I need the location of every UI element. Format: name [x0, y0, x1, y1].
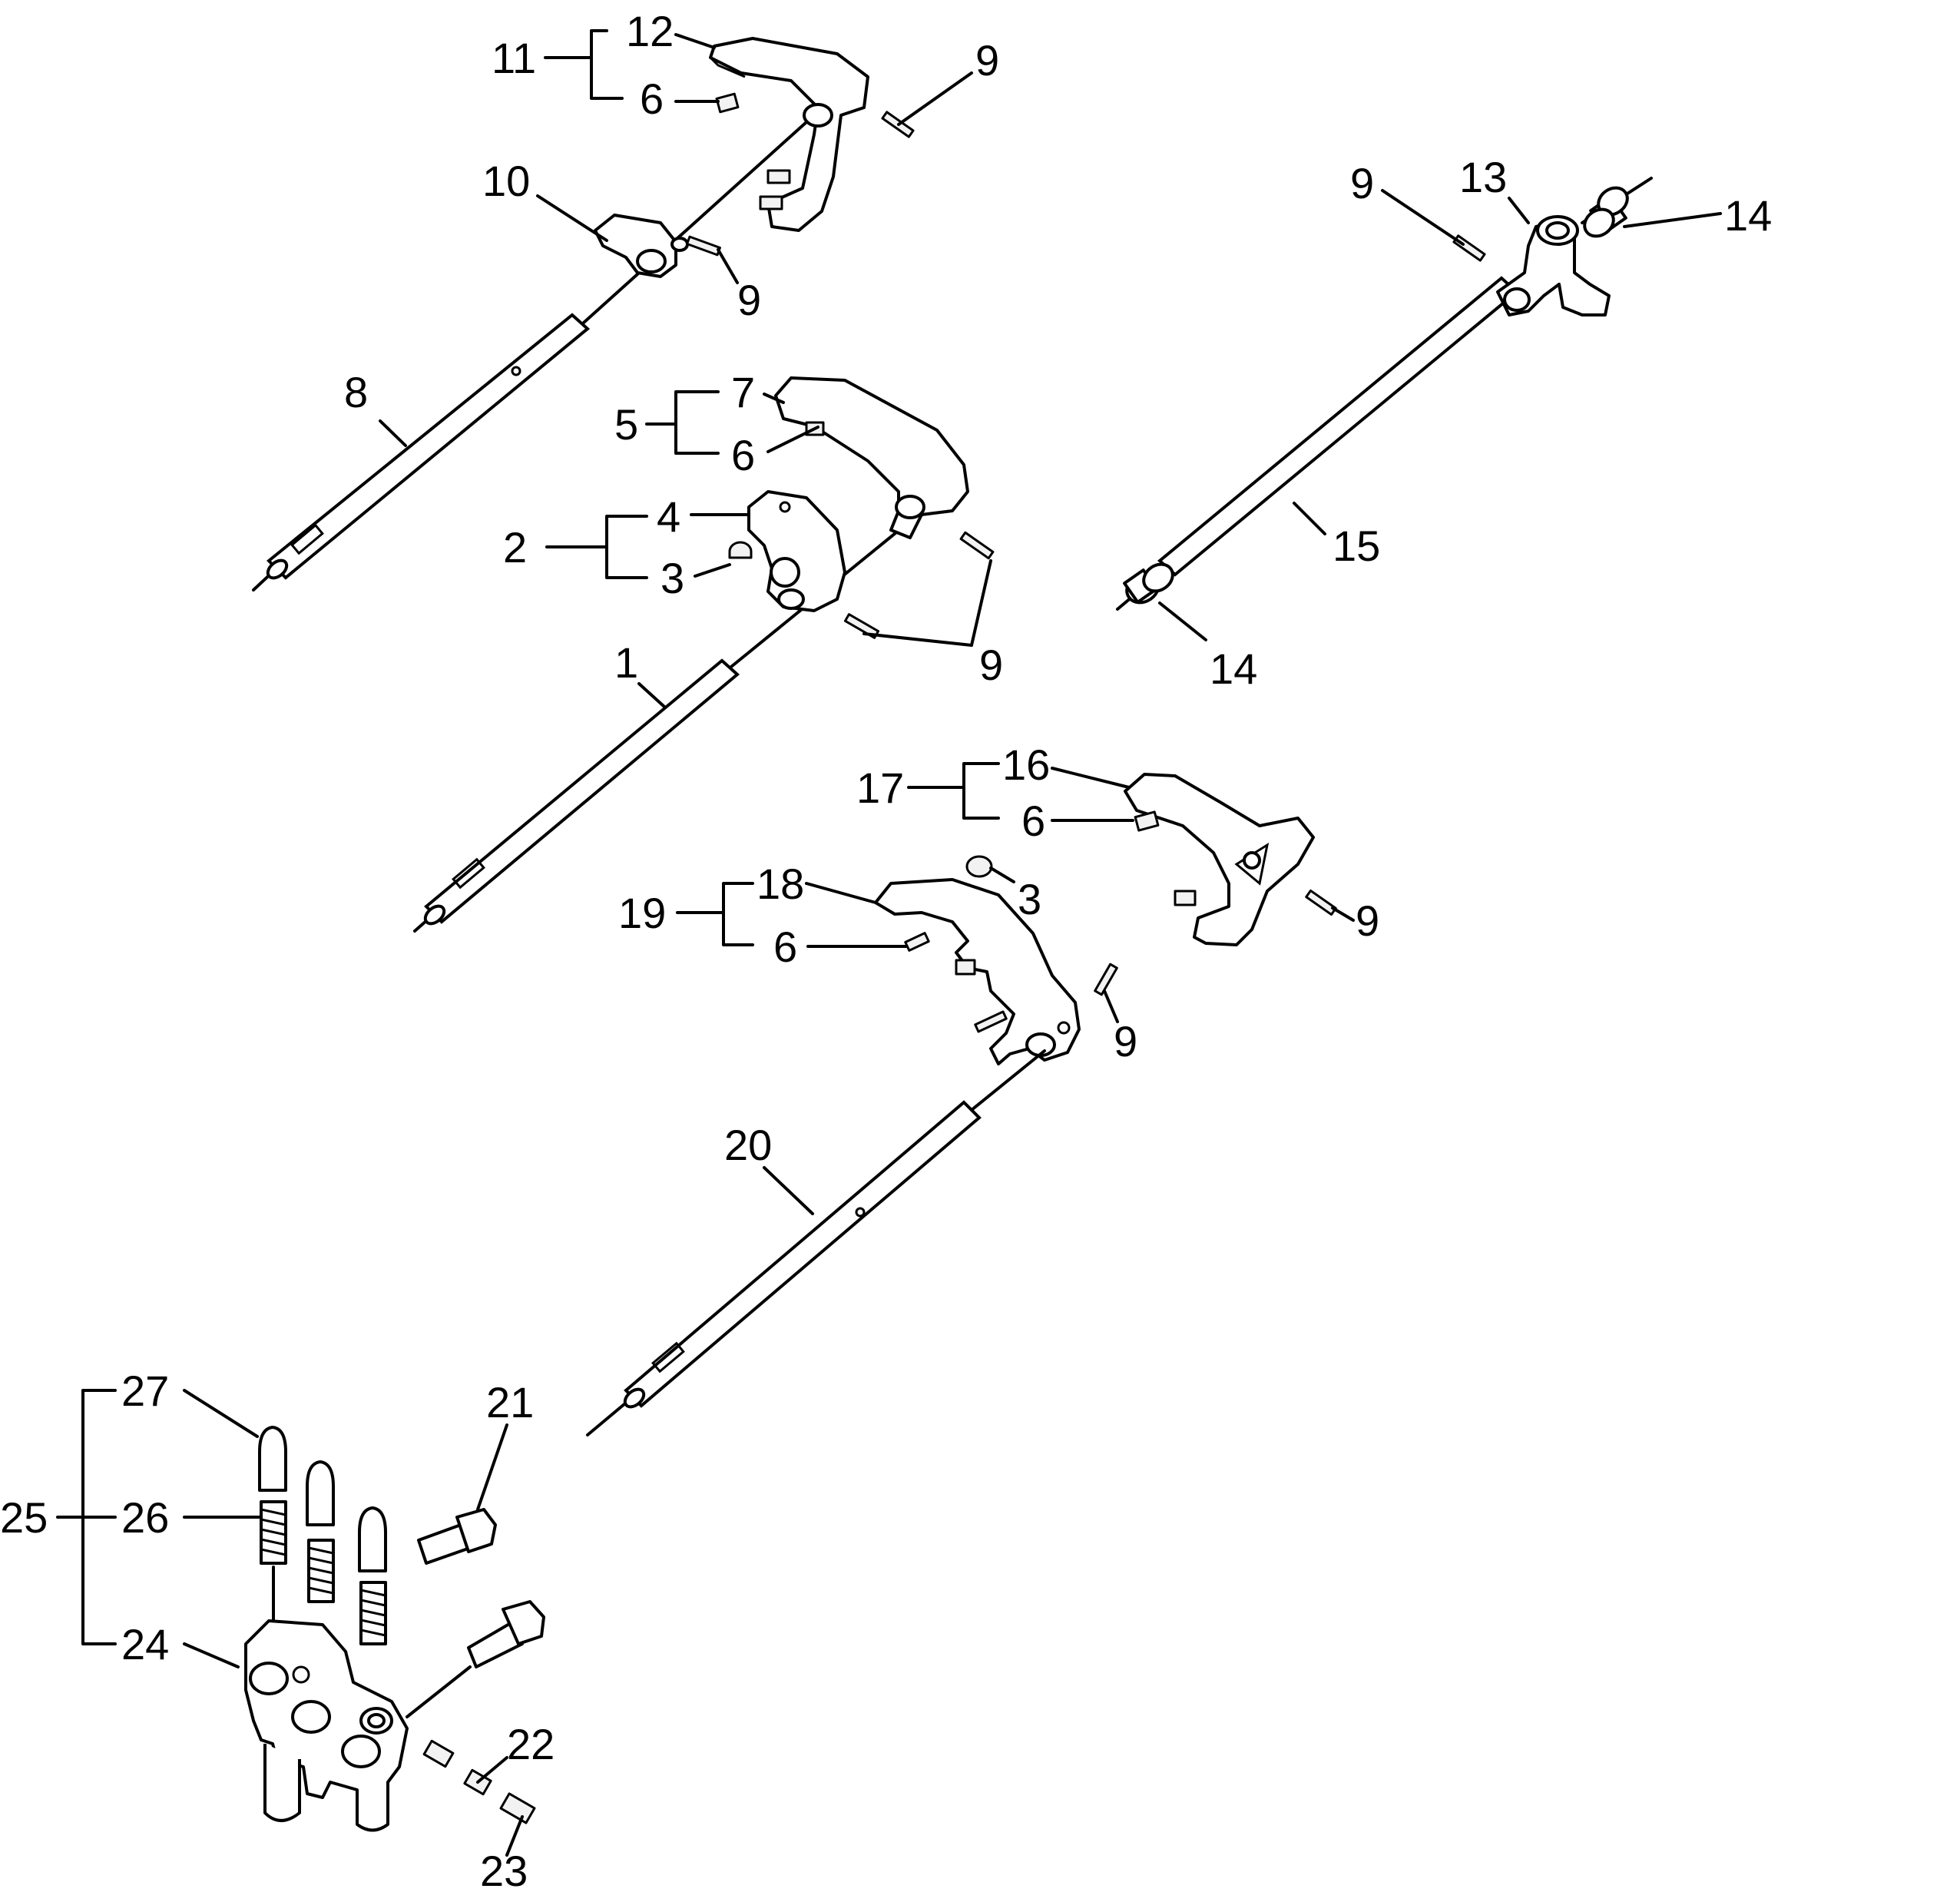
- callout-22: 22: [507, 1720, 555, 1768]
- shoe-6: [1134, 810, 1160, 832]
- shift-block-10: [594, 214, 689, 278]
- callout-1: 1: [614, 638, 638, 687]
- callout-27: 27: [121, 1367, 169, 1415]
- shift-fork-assembly-11: [252, 37, 915, 591]
- roll-pin-9: [686, 235, 721, 257]
- detent-plunger-27: [258, 1426, 387, 1572]
- callout-10: 10: [482, 157, 530, 205]
- callout-17: 17: [856, 764, 904, 812]
- roll-pin-9: [1305, 889, 1337, 916]
- callout-8: 8: [344, 368, 368, 416]
- shift-fork-18: [874, 878, 1081, 1065]
- callout-7: 7: [731, 368, 755, 416]
- callout-labels: 12 11 6 9 10 9 8 7 5 6 4 2 3 9 1 9 13 14…: [0, 7, 1772, 1892]
- pin-22: [422, 1739, 455, 1768]
- shift-fork-assembly-17-19: [586, 773, 1337, 1436]
- detent-spring-26: [260, 1500, 387, 1645]
- bolt-21: [417, 1508, 497, 1565]
- callout-2: 2: [503, 523, 527, 572]
- shift-lever-assembly: [1116, 177, 1653, 611]
- roll-pin-9: [974, 1010, 1008, 1033]
- callout-9: 9: [1114, 1017, 1137, 1065]
- callout-21: 21: [486, 1378, 534, 1426]
- shoe-6: [904, 932, 930, 952]
- callout-6: 6: [731, 431, 755, 479]
- callout-26: 26: [121, 1493, 169, 1542]
- callout-20: 20: [724, 1121, 772, 1169]
- shift-lever-13: [1496, 215, 1611, 316]
- shoe-6: [715, 92, 740, 114]
- callout-14: 14: [1724, 191, 1772, 240]
- shoe-3: [965, 855, 993, 878]
- callout-9: 9: [1356, 896, 1379, 945]
- shift-fork-12: [709, 37, 869, 232]
- shoe-3: [728, 541, 753, 559]
- bushing-14: [1583, 186, 1629, 238]
- callout-9: 9: [975, 36, 999, 84]
- detent-block-assembly-25: [244, 1426, 545, 1832]
- callout-16: 16: [1002, 741, 1050, 789]
- pin-23: [499, 1792, 536, 1824]
- callout-3: 3: [1018, 875, 1041, 923]
- bolt: [406, 1600, 545, 1718]
- callout-9: 9: [1350, 159, 1374, 207]
- roll-pin-9: [1094, 963, 1118, 996]
- shift-rail-20: [586, 1049, 1046, 1436]
- shift-rail-8: [252, 114, 816, 591]
- callout-12: 12: [626, 7, 674, 55]
- callout-4: 4: [657, 492, 680, 541]
- callout-23: 23: [480, 1847, 528, 1892]
- callout-19: 19: [618, 889, 666, 937]
- callout-18: 18: [757, 860, 804, 908]
- callout-6: 6: [640, 75, 664, 123]
- shift-fork-7: [774, 376, 969, 539]
- callout-14: 14: [1210, 644, 1257, 693]
- callout-6: 6: [1021, 797, 1045, 845]
- callout-11: 11: [492, 34, 536, 82]
- shift-fork-4: [747, 490, 846, 612]
- shift-fork-assembly-2-5: [413, 376, 995, 933]
- callout-15: 15: [1333, 522, 1380, 570]
- callout-6: 6: [773, 923, 797, 971]
- callout-13: 13: [1459, 153, 1507, 201]
- callout-3: 3: [661, 554, 684, 602]
- leader-lines: [56, 29, 1722, 1857]
- bushing-14: [1123, 562, 1174, 605]
- callout-25: 25: [0, 1493, 48, 1542]
- callout-9: 9: [979, 641, 1003, 689]
- callout-5: 5: [614, 400, 638, 449]
- callout-24: 24: [121, 1620, 169, 1668]
- roll-pin-9: [959, 531, 995, 560]
- detent-block-24: [244, 1619, 409, 1832]
- callout-9: 9: [737, 276, 761, 324]
- shift-fork-16: [1124, 773, 1315, 946]
